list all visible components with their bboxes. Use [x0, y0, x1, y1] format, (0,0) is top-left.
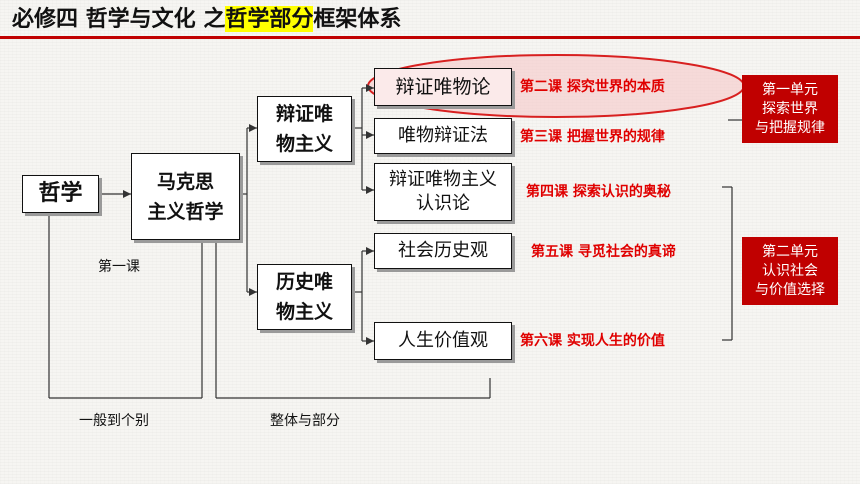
life-value-view-node: 人生价值观 — [374, 322, 512, 360]
lesson-label: 第六课 实现人生的价值 — [520, 333, 665, 349]
lesson-label: 第三课 把握世界的规律 — [520, 129, 665, 145]
title-highlight: 哲学部分 — [225, 6, 314, 32]
title-underline — [0, 36, 860, 39]
philosophy-node: 哲学 — [22, 175, 99, 213]
lesson-one-note: 第一课 — [98, 259, 140, 275]
social-history-view-node: 社会历史观 — [374, 233, 512, 269]
whole-and-part-note: 整体与部分 — [270, 413, 340, 429]
unit-one-box: 第一单元 探索世界 与把握规律 — [742, 75, 838, 143]
historical-materialism-node: 历史唯 物主义 — [257, 264, 352, 330]
dialectical-materialism-theory-node: 辩证唯物论 — [374, 68, 512, 106]
marxist-philosophy-node: 马克思 主义哲学 — [131, 153, 240, 240]
general-to-individual-note: 一般到个别 — [79, 413, 149, 429]
title-suffix: 框架体系 — [313, 6, 402, 32]
epistemology-node: 辩证唯物主义 认识论 — [374, 163, 512, 221]
dialectical-materialism-node: 辩证唯 物主义 — [257, 96, 352, 162]
materialist-dialectics-node: 唯物辩证法 — [374, 118, 512, 154]
lesson-label: 第二课 探究世界的本质 — [520, 79, 665, 95]
page-title: 必修四 哲学与文化 之哲学部分框架体系 — [12, 4, 401, 34]
unit-two-box: 第二单元 认识社会 与价值选择 — [742, 237, 838, 305]
lesson-label: 第四课 探索认识的奥秘 — [526, 184, 671, 200]
title-prefix: 必修四 哲学与文化 之 — [12, 6, 226, 32]
lesson-label: 第五课 寻觅社会的真谛 — [531, 244, 676, 260]
